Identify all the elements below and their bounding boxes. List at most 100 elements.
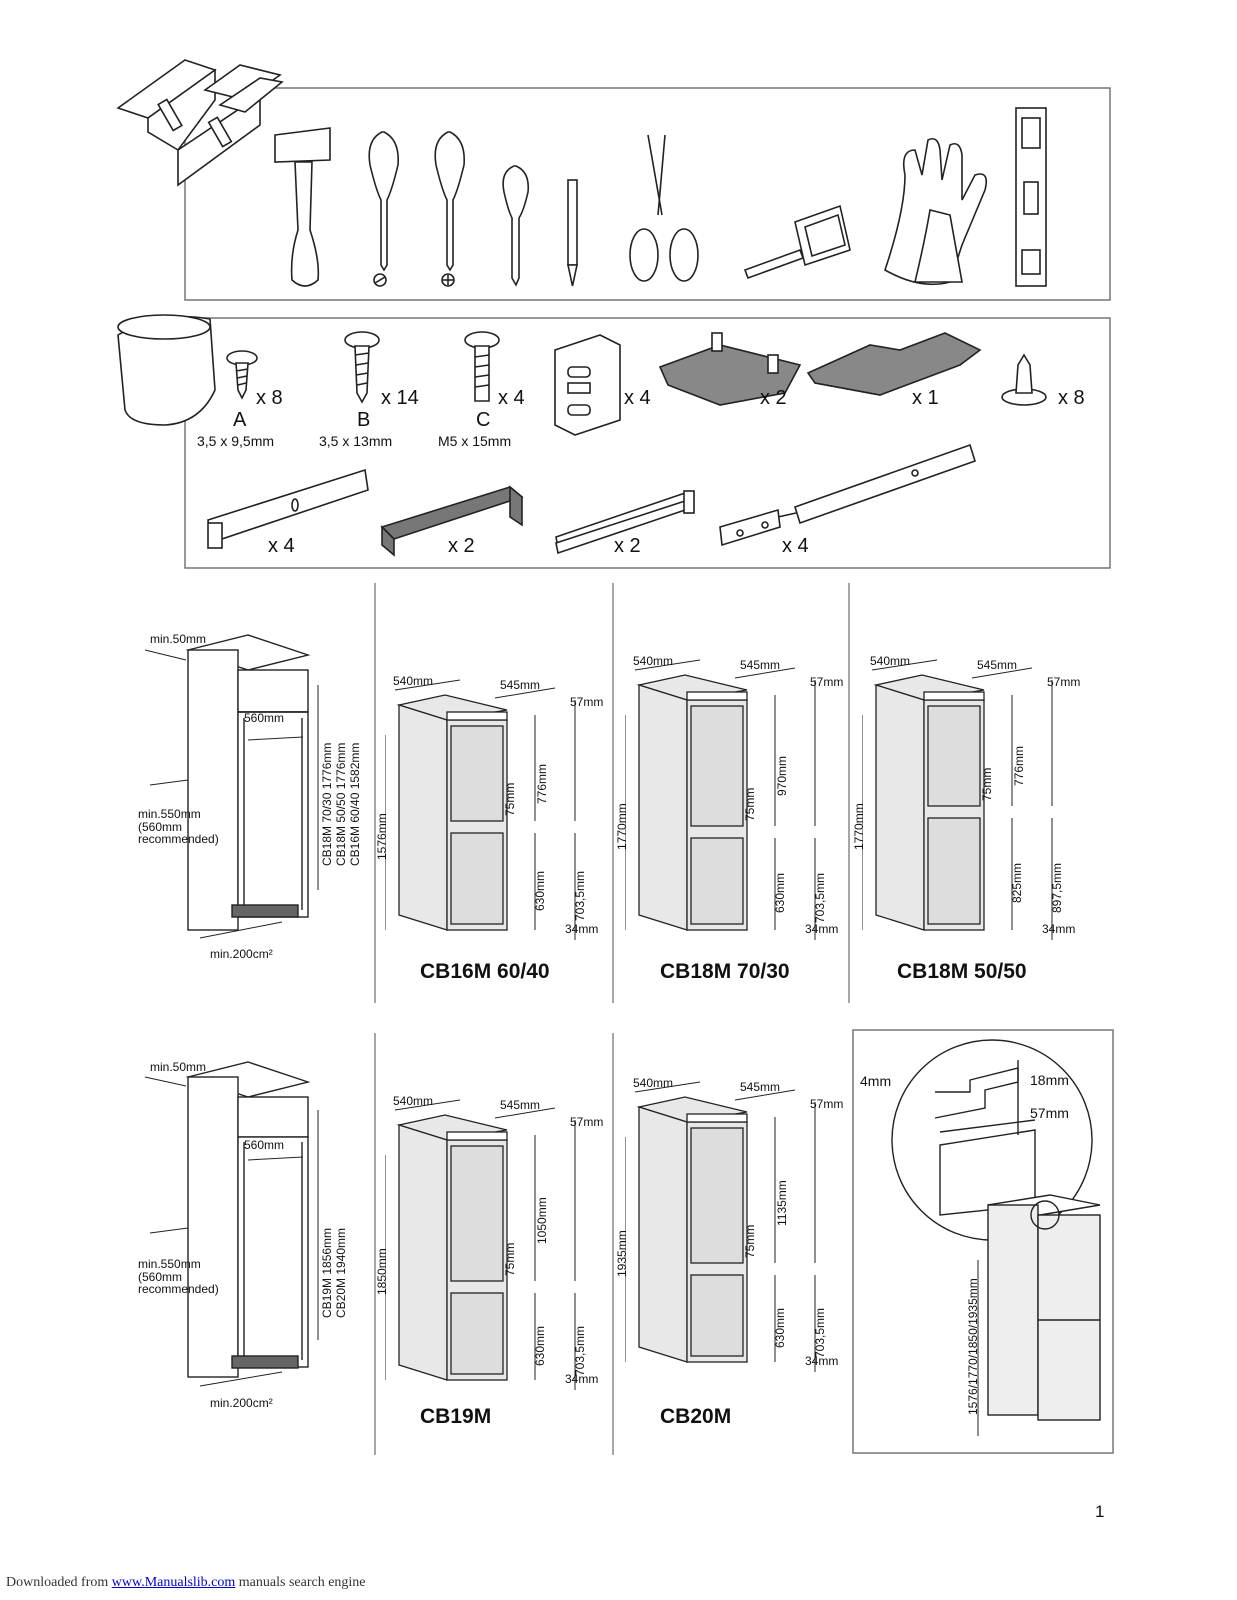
dim-540: 540mm (393, 1094, 434, 1108)
dim-34: 34mm (565, 922, 599, 936)
dim-lower: 630mm (533, 1325, 547, 1366)
niche-top-h2: CB18M 50/50 1776mm (334, 742, 348, 866)
screw-a-qty: x 8 (256, 387, 283, 409)
dim-gap: 75mm (980, 767, 994, 801)
parts-bag-icon (117, 314, 216, 426)
gloves-icon (884, 137, 988, 286)
screw-b-qty: x 14 (381, 387, 419, 409)
screw-c-icon (464, 331, 500, 402)
screw-c-letter: C (476, 409, 491, 431)
niche-top-h3: CB16M 60/40 1582mm (348, 742, 362, 866)
screw-c-qty: x 4 (498, 387, 525, 409)
rail-4-qty: x 4 (782, 535, 809, 557)
dim-545: 545mm (740, 658, 781, 672)
clip-qty: x 8 (1058, 387, 1085, 409)
footer-prefix: Downloaded from (6, 1575, 112, 1590)
detail-height: 1576/1770/1850/1935mm (966, 1278, 980, 1415)
fridge-drawing-3 (385, 1099, 576, 1390)
vent-cover-qty: x 1 (912, 387, 939, 409)
screw-b-size: 3,5 x 13mm (319, 433, 393, 449)
bracket-qty: x 4 (624, 387, 651, 409)
fridge-drawing-1 (625, 659, 816, 940)
rail-2-icon (380, 485, 524, 557)
model-name: CB19M (420, 1405, 492, 1428)
detail-18mm: 18mm (1030, 1072, 1069, 1088)
detail-4mm: 4mm (860, 1073, 892, 1089)
dim-34: 34mm (565, 1372, 599, 1386)
accessories-illustration (117, 314, 1111, 569)
dim-lower2: 703,5mm (573, 1325, 587, 1376)
dim-540: 540mm (870, 654, 911, 668)
dim-lower2: 703,5mm (813, 1307, 827, 1358)
dim-lower: 630mm (773, 1307, 787, 1348)
model-name: CB16M 60/40 (420, 960, 550, 983)
dim-height: 1935mm (615, 1230, 629, 1277)
dim-gap: 75mm (743, 1224, 757, 1258)
niche-bottom-h2: CB20M 1940mm (334, 1227, 348, 1318)
dim-34: 34mm (805, 922, 839, 936)
dim-lower2: 703,5mm (813, 872, 827, 923)
niche-top-min200: min.200cm² (210, 947, 273, 961)
spirit-level-icon (1015, 107, 1047, 287)
model-name: CB18M 50/50 (897, 960, 1027, 983)
niche-bottom-h1: CB19M 1856mm (320, 1227, 334, 1318)
screw-a-letter: A (233, 409, 247, 431)
rail-3-qty: x 2 (614, 535, 641, 557)
niche-bottom-min550: min.550mm (138, 1257, 201, 1271)
dim-545: 545mm (500, 1098, 541, 1112)
dim-upper: 1050mm (535, 1196, 549, 1244)
toolbox-icon (116, 59, 284, 187)
dim-545: 545mm (740, 1080, 781, 1094)
dim-upper: 776mm (1012, 745, 1026, 786)
tools-panel (0, 0, 1237, 310)
niche-top-h1: CB18M 70/30 1776mm (320, 742, 334, 866)
dim-upper: 970mm (775, 755, 789, 796)
rail-4-icon (719, 443, 976, 547)
niche-top-560: 560mm (244, 711, 285, 725)
dim-upper: 1135mm (775, 1179, 789, 1226)
model-name: CB20M (660, 1405, 732, 1428)
niche-bottom-rec1: (560mm (138, 1270, 183, 1284)
dim-545: 545mm (500, 678, 541, 692)
screw-a-icon (226, 350, 258, 400)
dim-57: 57mm (570, 1115, 604, 1129)
niche-bottom-min50: min.50mm (150, 1060, 207, 1074)
dim-lower: 630mm (533, 870, 547, 911)
pencil-icon (567, 179, 578, 287)
footer: Downloaded from www.Manualslib.com manua… (6, 1575, 366, 1591)
page-number: 1 (1095, 1502, 1105, 1521)
dim-540: 540mm (633, 1076, 674, 1090)
fridge-drawing-4 (625, 1081, 816, 1372)
niche-bottom-560: 560mm (244, 1138, 285, 1152)
rail-2-qty: x 2 (448, 535, 475, 557)
scissors-icon (629, 134, 699, 282)
niche-top-min550: min.550mm (138, 807, 201, 821)
fridge-drawing-2 (862, 659, 1053, 940)
niche-bottom-min200: min.200cm² (210, 1396, 273, 1410)
rail-1-qty: x 4 (268, 535, 295, 557)
niche-top-min50: min.50mm (150, 632, 207, 646)
dim-gap: 75mm (503, 1242, 517, 1276)
footer-link[interactable]: www.Manualslib.com (111, 1575, 236, 1590)
dim-540: 540mm (633, 654, 674, 668)
dim-height: 1576mm (375, 813, 389, 860)
dim-545: 545mm (977, 658, 1018, 672)
tools-illustration (116, 59, 1111, 301)
screw-b-icon (344, 331, 380, 404)
niche-bottom-rec2: recommended) (138, 1282, 219, 1296)
plate-qty: x 2 (760, 387, 787, 409)
tape-measure-icon (743, 204, 851, 280)
dim-34: 34mm (1042, 922, 1076, 936)
hinge-bracket-icon (554, 334, 621, 436)
dim-height: 1770mm (615, 803, 629, 850)
screw-c-size: M5 x 15mm (438, 433, 512, 449)
vent-cover-icon (806, 332, 982, 396)
dim-57: 57mm (810, 675, 844, 689)
mallet-icon (274, 127, 331, 287)
dim-34: 34mm (805, 1354, 839, 1368)
